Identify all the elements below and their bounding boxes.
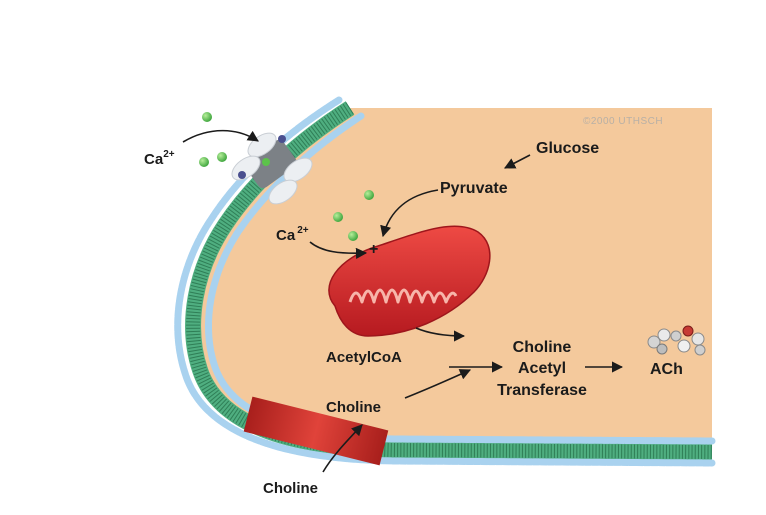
reaction-arrows	[182, 129, 624, 473]
arrow-pyruvate-to-mito	[380, 189, 439, 238]
ach-molecule	[647, 325, 706, 356]
ach-label: ACh	[650, 361, 683, 378]
arrow-choline-transport	[322, 424, 363, 473]
arrow-ca-into-channel	[182, 129, 259, 143]
arrow-glucose-to-pyruvate	[504, 154, 531, 169]
pyruvate-label: Pyruvate	[440, 180, 508, 197]
plus-sign: +	[369, 241, 378, 258]
arrow-choline-to-enzyme	[404, 369, 472, 399]
acetylcoa-label: AcetylCoA	[326, 349, 402, 366]
arrow-mito-to-acetylcoa	[415, 327, 466, 342]
arrow-ca-to-mito	[309, 241, 368, 259]
copyright-label: ©2000 UTHSCH	[583, 116, 663, 127]
ca-outside-label: Ca2+	[144, 149, 175, 168]
choline-transporter	[243, 396, 389, 466]
enzyme-label-line2: Acetyl	[518, 360, 566, 377]
choline-outside-label: Choline	[263, 480, 318, 497]
calcium-ions	[199, 112, 374, 241]
enzyme-label-line1: Choline	[513, 339, 572, 356]
choline-inside-label: Choline	[326, 399, 381, 416]
glucose-label: Glucose	[536, 140, 599, 157]
calcium-channel	[231, 132, 313, 205]
enzyme-label-line3: Transferase	[497, 382, 587, 399]
